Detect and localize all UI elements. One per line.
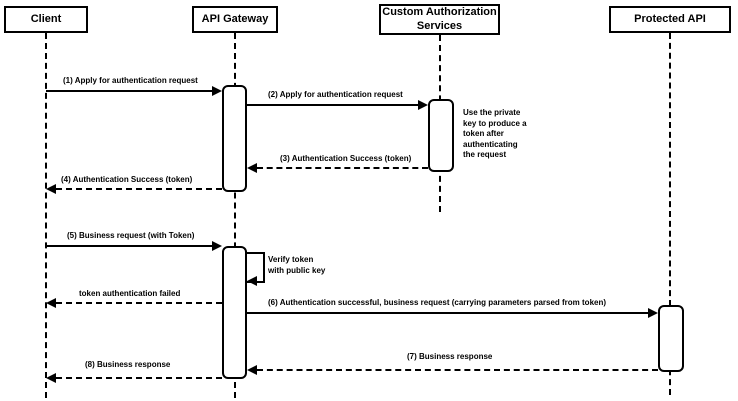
participant-client-label: Client — [30, 12, 62, 25]
lifeline-api-gateway — [234, 33, 236, 398]
message-6-label: (6) Authentication successful, business … — [268, 298, 607, 307]
participant-protected-api-label: Protected API — [634, 12, 706, 25]
activation-custom-authorization-services — [428, 99, 454, 172]
message-4-label: (4) Authentication Success (token) — [61, 175, 193, 184]
message-verify-token-arrowhead — [247, 276, 257, 286]
note-private-key: Use the private key to produce a token a… — [463, 108, 527, 159]
message-5-arrowhead — [212, 241, 222, 251]
participant-client: Client — [4, 6, 88, 33]
message-token-auth-failed-line — [56, 302, 222, 304]
message-5-line — [46, 245, 212, 247]
message-1-arrowhead — [212, 86, 222, 96]
message-3-line — [257, 167, 428, 169]
activation-api-gateway-2 — [222, 246, 247, 379]
participant-protected-api: Protected API — [609, 6, 731, 33]
message-7-label: (7) Business response — [407, 352, 493, 361]
message-2-arrowhead — [418, 100, 428, 110]
lifeline-protected-api — [669, 33, 671, 395]
message-token-auth-failed-label: token authentication failed — [79, 289, 181, 298]
message-7-arrowhead — [247, 365, 257, 375]
message-3-label: (3) Authentication Success (token) — [280, 154, 412, 163]
lifeline-client — [45, 33, 47, 398]
message-1-label: (1) Apply for authentication request — [63, 76, 198, 85]
message-5-label: (5) Business request (with Token) — [67, 231, 195, 240]
message-4-line — [56, 188, 222, 190]
message-8-line — [56, 377, 222, 379]
participant-api-gateway-label: API Gateway — [201, 12, 269, 25]
message-6-line — [247, 312, 648, 314]
message-2-label: (2) Apply for authentication request — [268, 90, 403, 99]
message-8-arrowhead — [46, 373, 56, 383]
message-verify-token-label: Verify token with public key — [268, 255, 326, 275]
message-4-arrowhead — [46, 184, 56, 194]
message-token-auth-failed-arrowhead — [46, 298, 56, 308]
message-6-arrowhead — [648, 308, 658, 318]
participant-custom-authorization-services: Custom Authorization Services — [379, 4, 500, 35]
message-8-label: (8) Business response — [85, 360, 171, 369]
participant-api-gateway: API Gateway — [192, 6, 278, 33]
message-1-line — [46, 90, 212, 92]
message-3-arrowhead — [247, 163, 257, 173]
message-2-line — [247, 104, 418, 106]
activation-api-gateway-1 — [222, 85, 247, 192]
message-7-line — [257, 369, 658, 371]
participant-custom-authorization-services-label: Custom Authorization Services — [382, 5, 497, 32]
activation-protected-api — [658, 305, 684, 372]
